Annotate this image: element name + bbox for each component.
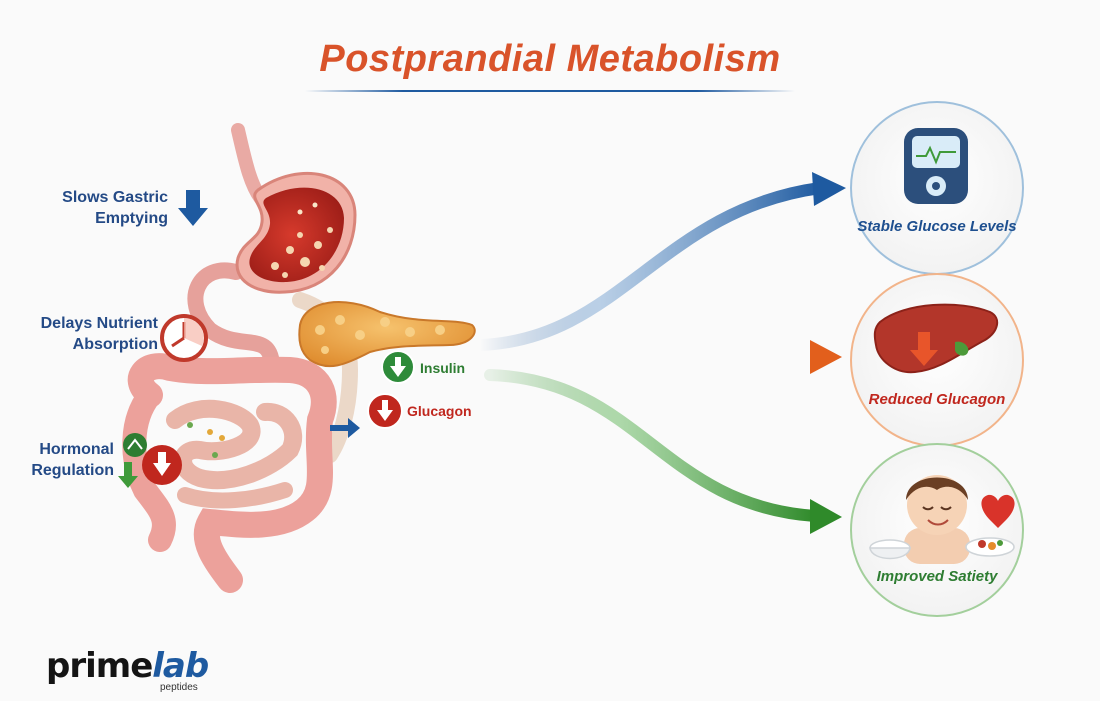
- hormone-signal-icon: [118, 433, 182, 488]
- label-hormonal-line2: Regulation: [31, 462, 114, 479]
- pancreas-icon: [298, 301, 476, 368]
- clock-icon: [160, 314, 208, 362]
- intestine-icon: [122, 353, 337, 593]
- right-arrow-icon: [330, 418, 360, 438]
- label-hormonal-regulation: Hormonal Regulation: [18, 439, 114, 481]
- insulin-down-icon: [381, 350, 415, 384]
- liver-icon: [873, 303, 999, 374]
- outcome-glucagon-label: Reduced Glucagon: [868, 391, 1006, 408]
- outcome-glucose-label: Stable Glucose Levels: [857, 218, 1017, 235]
- plate-icon: [965, 537, 1015, 557]
- label-gastric-line1: Slows Gastric: [62, 189, 168, 206]
- label-nutrient-absorption: Delays Nutrient Absorption: [18, 313, 158, 355]
- flow-arrow-glucose: [474, 172, 846, 351]
- logo-prime: prime: [46, 646, 153, 686]
- stomach-icon: [235, 171, 357, 294]
- page-title: Postprandial Metabolism: [319, 38, 781, 80]
- outcome-satiety-circle: [850, 443, 1024, 617]
- face-icon: [904, 475, 970, 564]
- title-underline: [305, 90, 795, 92]
- brand-logo: primelab: [46, 646, 209, 686]
- flow-arrow-satiety: [484, 369, 842, 534]
- label-gastric-emptying: Slows Gastric Emptying: [40, 187, 168, 229]
- glucagon-down-icon: [367, 393, 403, 429]
- heart-icon: [981, 494, 1015, 528]
- outcome-glucose-circle: [850, 101, 1024, 275]
- flow-arrow-glucagon: [474, 340, 842, 374]
- digestive-system-illustration: [122, 123, 476, 593]
- label-absorption-line1: Delays Nutrient: [40, 315, 158, 332]
- glucagon-label: Glucagon: [407, 403, 472, 419]
- logo-lab: lab: [152, 646, 209, 686]
- label-hormonal-line1: Hormonal: [39, 441, 114, 458]
- outcome-glucagon-circle: [850, 273, 1024, 447]
- glucose-meter-icon: [904, 128, 968, 204]
- outcome-satiety-label: Improved Satiety: [876, 568, 998, 585]
- logo-subtitle: peptides: [160, 682, 198, 693]
- bowl-icon: [869, 539, 911, 560]
- label-absorption-line2: Absorption: [72, 336, 158, 353]
- insulin-label: Insulin: [420, 360, 466, 376]
- down-arrow-icon: [178, 190, 208, 226]
- label-gastric-line2: Emptying: [95, 210, 168, 227]
